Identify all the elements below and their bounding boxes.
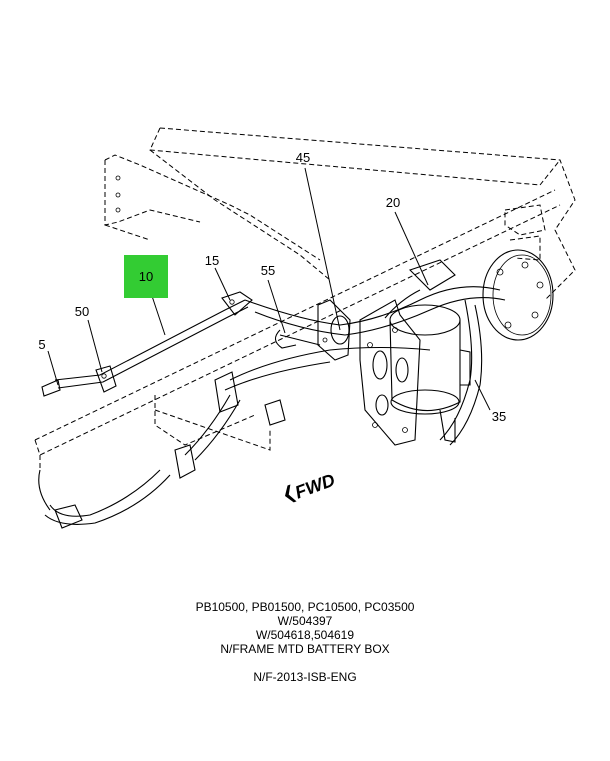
callout-10-highlight[interactable] [124,255,168,298]
leader-lines [47,167,491,411]
caption-line-3: W/504618,504619 [255,628,355,642]
callout-20[interactable]: 20 [386,195,400,210]
grommet [274,329,297,349]
caption-line-4: N/FRAME MTD BATTERY BOX [220,642,390,656]
fwd-direction-marker: FWD [285,470,338,503]
fwd-label: FWD [292,470,337,503]
callout-35[interactable]: 35 [492,409,506,424]
callout-15[interactable]: 15 [205,253,219,268]
caption-line-2: W/504397 [277,614,333,628]
front-bracket [104,154,321,261]
side-bracket [214,371,286,426]
callout-50[interactable]: 50 [75,304,89,319]
caption-line-1: PB10500, PB01500, PC10500, PC03500 [195,600,415,614]
callout-5[interactable]: 5 [38,337,45,352]
lower-frame-rail [34,189,561,470]
battery-cable-assembly [41,291,253,397]
parts-diagram: 5 10 15 20 35 45 50 55 FWD [34,127,576,529]
mounting-plate [359,299,421,446]
callout-55[interactable]: 55 [261,263,275,278]
callout-10[interactable]: 10 [139,269,153,284]
flywheel-housing [482,249,554,341]
starter-motor [389,304,471,443]
drawing-id: N/F-2013-ISB-ENG [253,670,357,684]
clamp-bracket [317,299,351,361]
callout-45[interactable]: 45 [296,150,310,165]
harness-cables [38,259,506,529]
fwd-arrow-icon [285,484,297,503]
upper-frame-rail [149,127,576,301]
